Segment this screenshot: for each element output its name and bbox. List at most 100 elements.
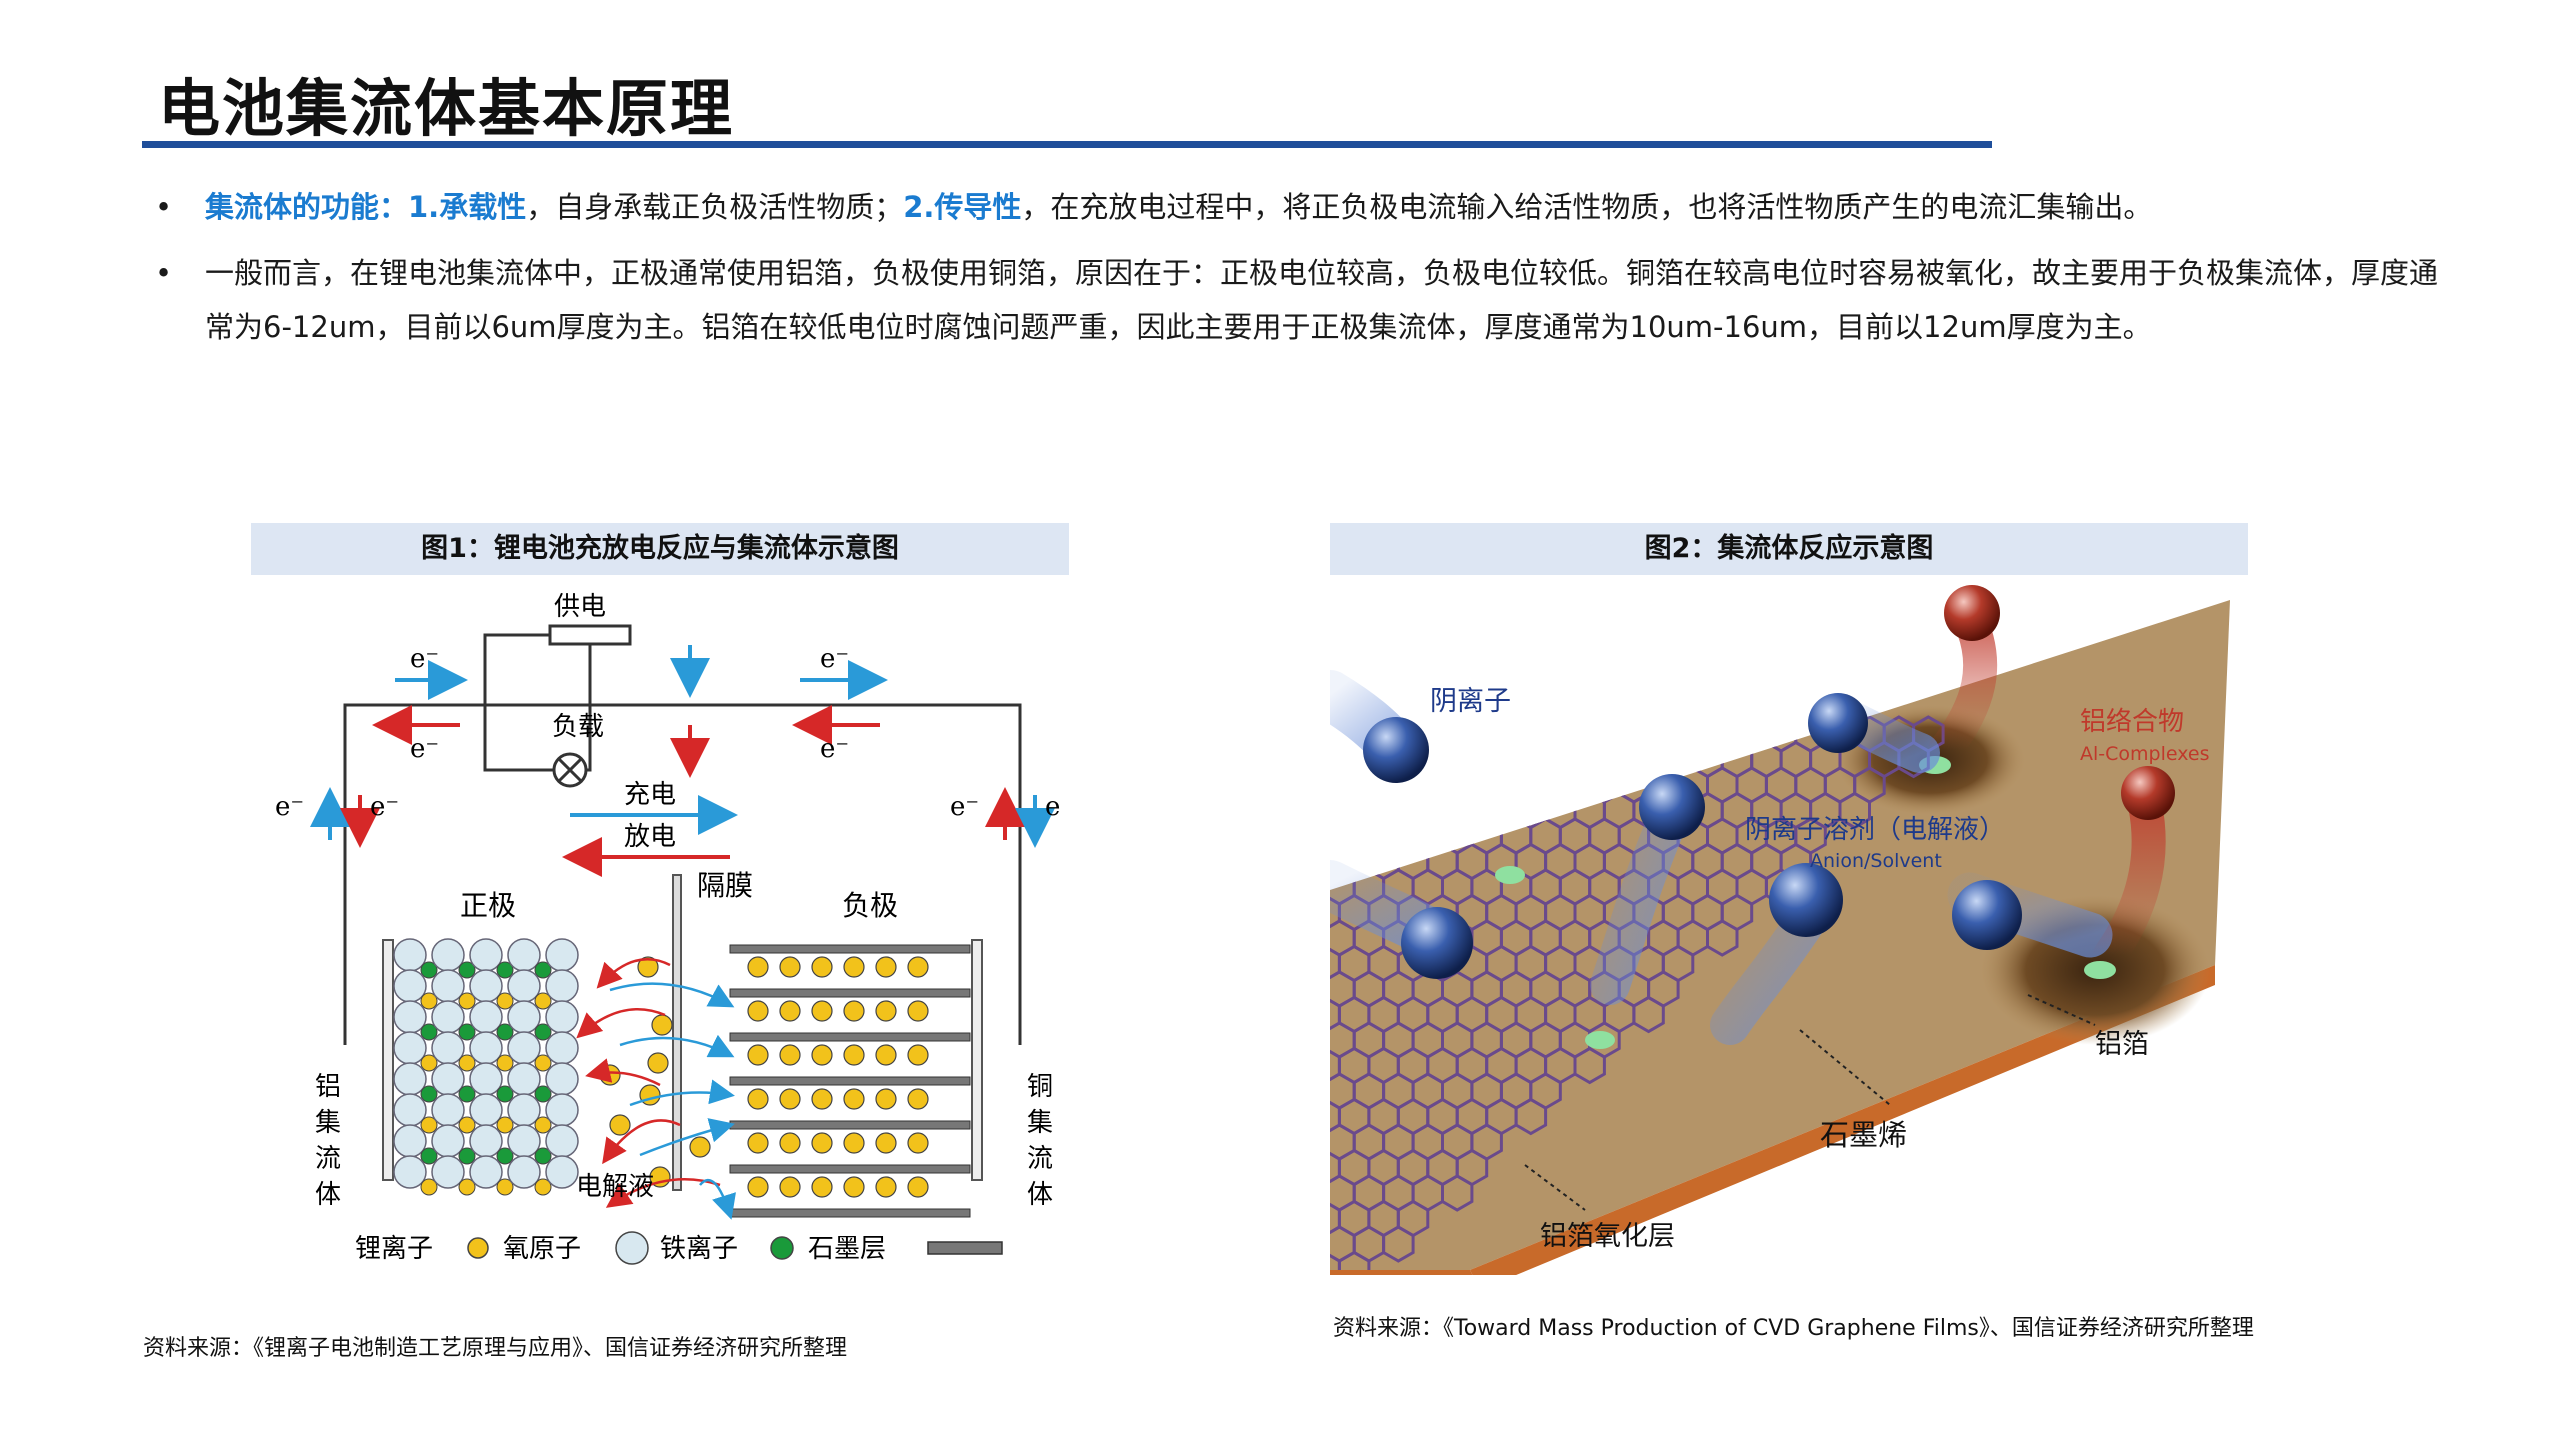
solvent-particle: [1495, 866, 1525, 884]
lithium-ion: [811, 1176, 833, 1198]
charge-ion-arrow: [639, 1118, 735, 1157]
iron-ion: [420, 1023, 438, 1041]
graphene-hexagon: [1588, 766, 1621, 804]
charge-ion-arrow: [699, 1178, 736, 1220]
graphene-hexagon: [1499, 715, 1533, 753]
graphene-hexagon: [1735, 715, 1768, 753]
electron-label: e⁻: [820, 644, 849, 674]
lithium-ion: [496, 1178, 514, 1196]
collector-label-char: 铜: [1027, 1072, 1053, 1102]
lithium-ion: [534, 992, 552, 1010]
lithium-ion: [420, 992, 438, 1010]
graphene-hexagon: [1499, 766, 1533, 804]
graphite-layer: [729, 1120, 971, 1130]
oxygen-atom: [469, 1000, 503, 1034]
graphene-hexagon: [1441, 1174, 1474, 1212]
lithium-ion: [811, 1132, 833, 1154]
iron-ion: [534, 1023, 552, 1041]
lithium-ion: [779, 1088, 801, 1110]
graphite-layer: [729, 1164, 971, 1174]
lithium-ion: [689, 1136, 711, 1158]
label-anion-solvent: 阴离子溶剂（电解液）: [1745, 815, 2005, 845]
oxygen-atom: [545, 969, 579, 1003]
iron-ion: [420, 1085, 438, 1103]
iron-ion: [420, 961, 438, 979]
lithium-ion: [420, 1116, 438, 1134]
function-text-1: ，自身承载正负极活性物质；: [526, 190, 904, 224]
page-title: 电池集流体基本原理: [158, 72, 735, 145]
leader-graphene: [1799, 1029, 1891, 1106]
anion-ball: [1639, 774, 1705, 840]
graphene-hexagon: [1617, 715, 1651, 753]
iron-ion: [496, 1023, 514, 1041]
fig1-svg: 供电 负载 e⁻ e⁻ e⁻ e⁻ e⁻ e⁻ e⁻ e⁻ 充电 放电 正极 负…: [275, 592, 1074, 1265]
oxygen-atom: [507, 1155, 541, 1189]
label-anion: 阴离子: [1430, 686, 1511, 717]
lithium-ion: [875, 1088, 897, 1110]
complex-trail: [2093, 788, 2166, 972]
graphite-layer: [729, 988, 971, 998]
graphene-hexagon: [1337, 1250, 1371, 1270]
bullet-item-function: • 集流体的功能：1.承载性，自身承载正负极活性物质；2.传导性，在充放电过程中…: [155, 180, 2455, 234]
graphene-hexagon: [1529, 715, 1562, 753]
label-graphene: 石墨烯: [1820, 1118, 1907, 1152]
oxygen-atom: [393, 1155, 427, 1189]
oxygen-atom: [393, 1093, 427, 1127]
graphene-hexagon: [1441, 715, 1474, 753]
lithium-ion: [875, 1176, 897, 1198]
graphene-hexagon: [1558, 766, 1592, 804]
collector-label-char: 流: [315, 1144, 341, 1174]
lithium-ion: [875, 1132, 897, 1154]
legend-graphite: 石墨层: [808, 1234, 886, 1264]
graphene-hexagon: [1588, 715, 1621, 753]
fig1-source: 资料来源：《锂离子电池制造工艺原理与应用》、国信证券经济研究所整理: [143, 1336, 848, 1361]
oxide-layer-edge: [1470, 965, 2215, 1290]
oxygen-atom: [507, 969, 541, 1003]
graphite-layer: [729, 1076, 971, 1086]
circuit-wire-left: [343, 633, 592, 1045]
oxygen-atom: [431, 1124, 465, 1158]
fig2-reaction-diagram: 阴离子 铝络合物 Al-Complexes 阴离子溶剂（电解液） Anion/S…: [1305, 585, 2240, 1290]
separator-membrane: [672, 874, 682, 1191]
discharge-ion-arrow: [576, 1007, 666, 1039]
graphene-hexagon: [1661, 740, 1695, 779]
legend-iron: 铁离子: [660, 1234, 738, 1264]
oxygen-atom: [393, 1000, 427, 1034]
lithium-ion: [907, 1088, 929, 1110]
oxygen-atom: [545, 1093, 579, 1127]
discharge-ion-arrow: [602, 1119, 681, 1165]
oxygen-atom: [545, 1124, 579, 1158]
iron-ion: [458, 1147, 476, 1165]
legend-lithium: 锂离子: [355, 1234, 433, 1264]
lithium-ion: [811, 1000, 833, 1022]
lithium-ion: [458, 1054, 476, 1072]
legend-graphite-swatch: [927, 1241, 1003, 1255]
load-cross-icon: [557, 757, 583, 783]
lithium-ion: [458, 992, 476, 1010]
lithium-ion: [647, 1052, 669, 1074]
collector-label-char: 体: [315, 1180, 341, 1210]
collector-label-char: 集: [1027, 1108, 1053, 1138]
graphene-hexagon: [1455, 740, 1489, 779]
oxygen-atom: [431, 1062, 465, 1096]
solvent-particle: [1585, 1031, 1615, 1049]
graphene-hexagon: [1544, 740, 1577, 779]
lithium-ion: [843, 1132, 865, 1154]
label-cathode: 正极: [460, 889, 516, 922]
lithium-ion: [875, 1000, 897, 1022]
anion-ball: [1401, 907, 1473, 979]
iron-ion: [496, 1147, 514, 1165]
label-al-complex: 铝络合物: [2080, 707, 2184, 737]
iron-ion: [458, 961, 476, 979]
discharge-ion-arrow: [605, 1178, 721, 1208]
charge-ion-arrow: [609, 982, 735, 1008]
electron-label: e⁻: [410, 734, 439, 764]
label-charge: 充电: [624, 780, 676, 810]
graphite-layer: [729, 1032, 971, 1042]
lithium-ion: [843, 1000, 865, 1022]
graphene-hexagon: [1337, 791, 1371, 830]
charge-ion-arrow: [629, 1079, 735, 1107]
oxygen-atom: [507, 1093, 541, 1127]
oxygen-atom: [545, 938, 579, 972]
